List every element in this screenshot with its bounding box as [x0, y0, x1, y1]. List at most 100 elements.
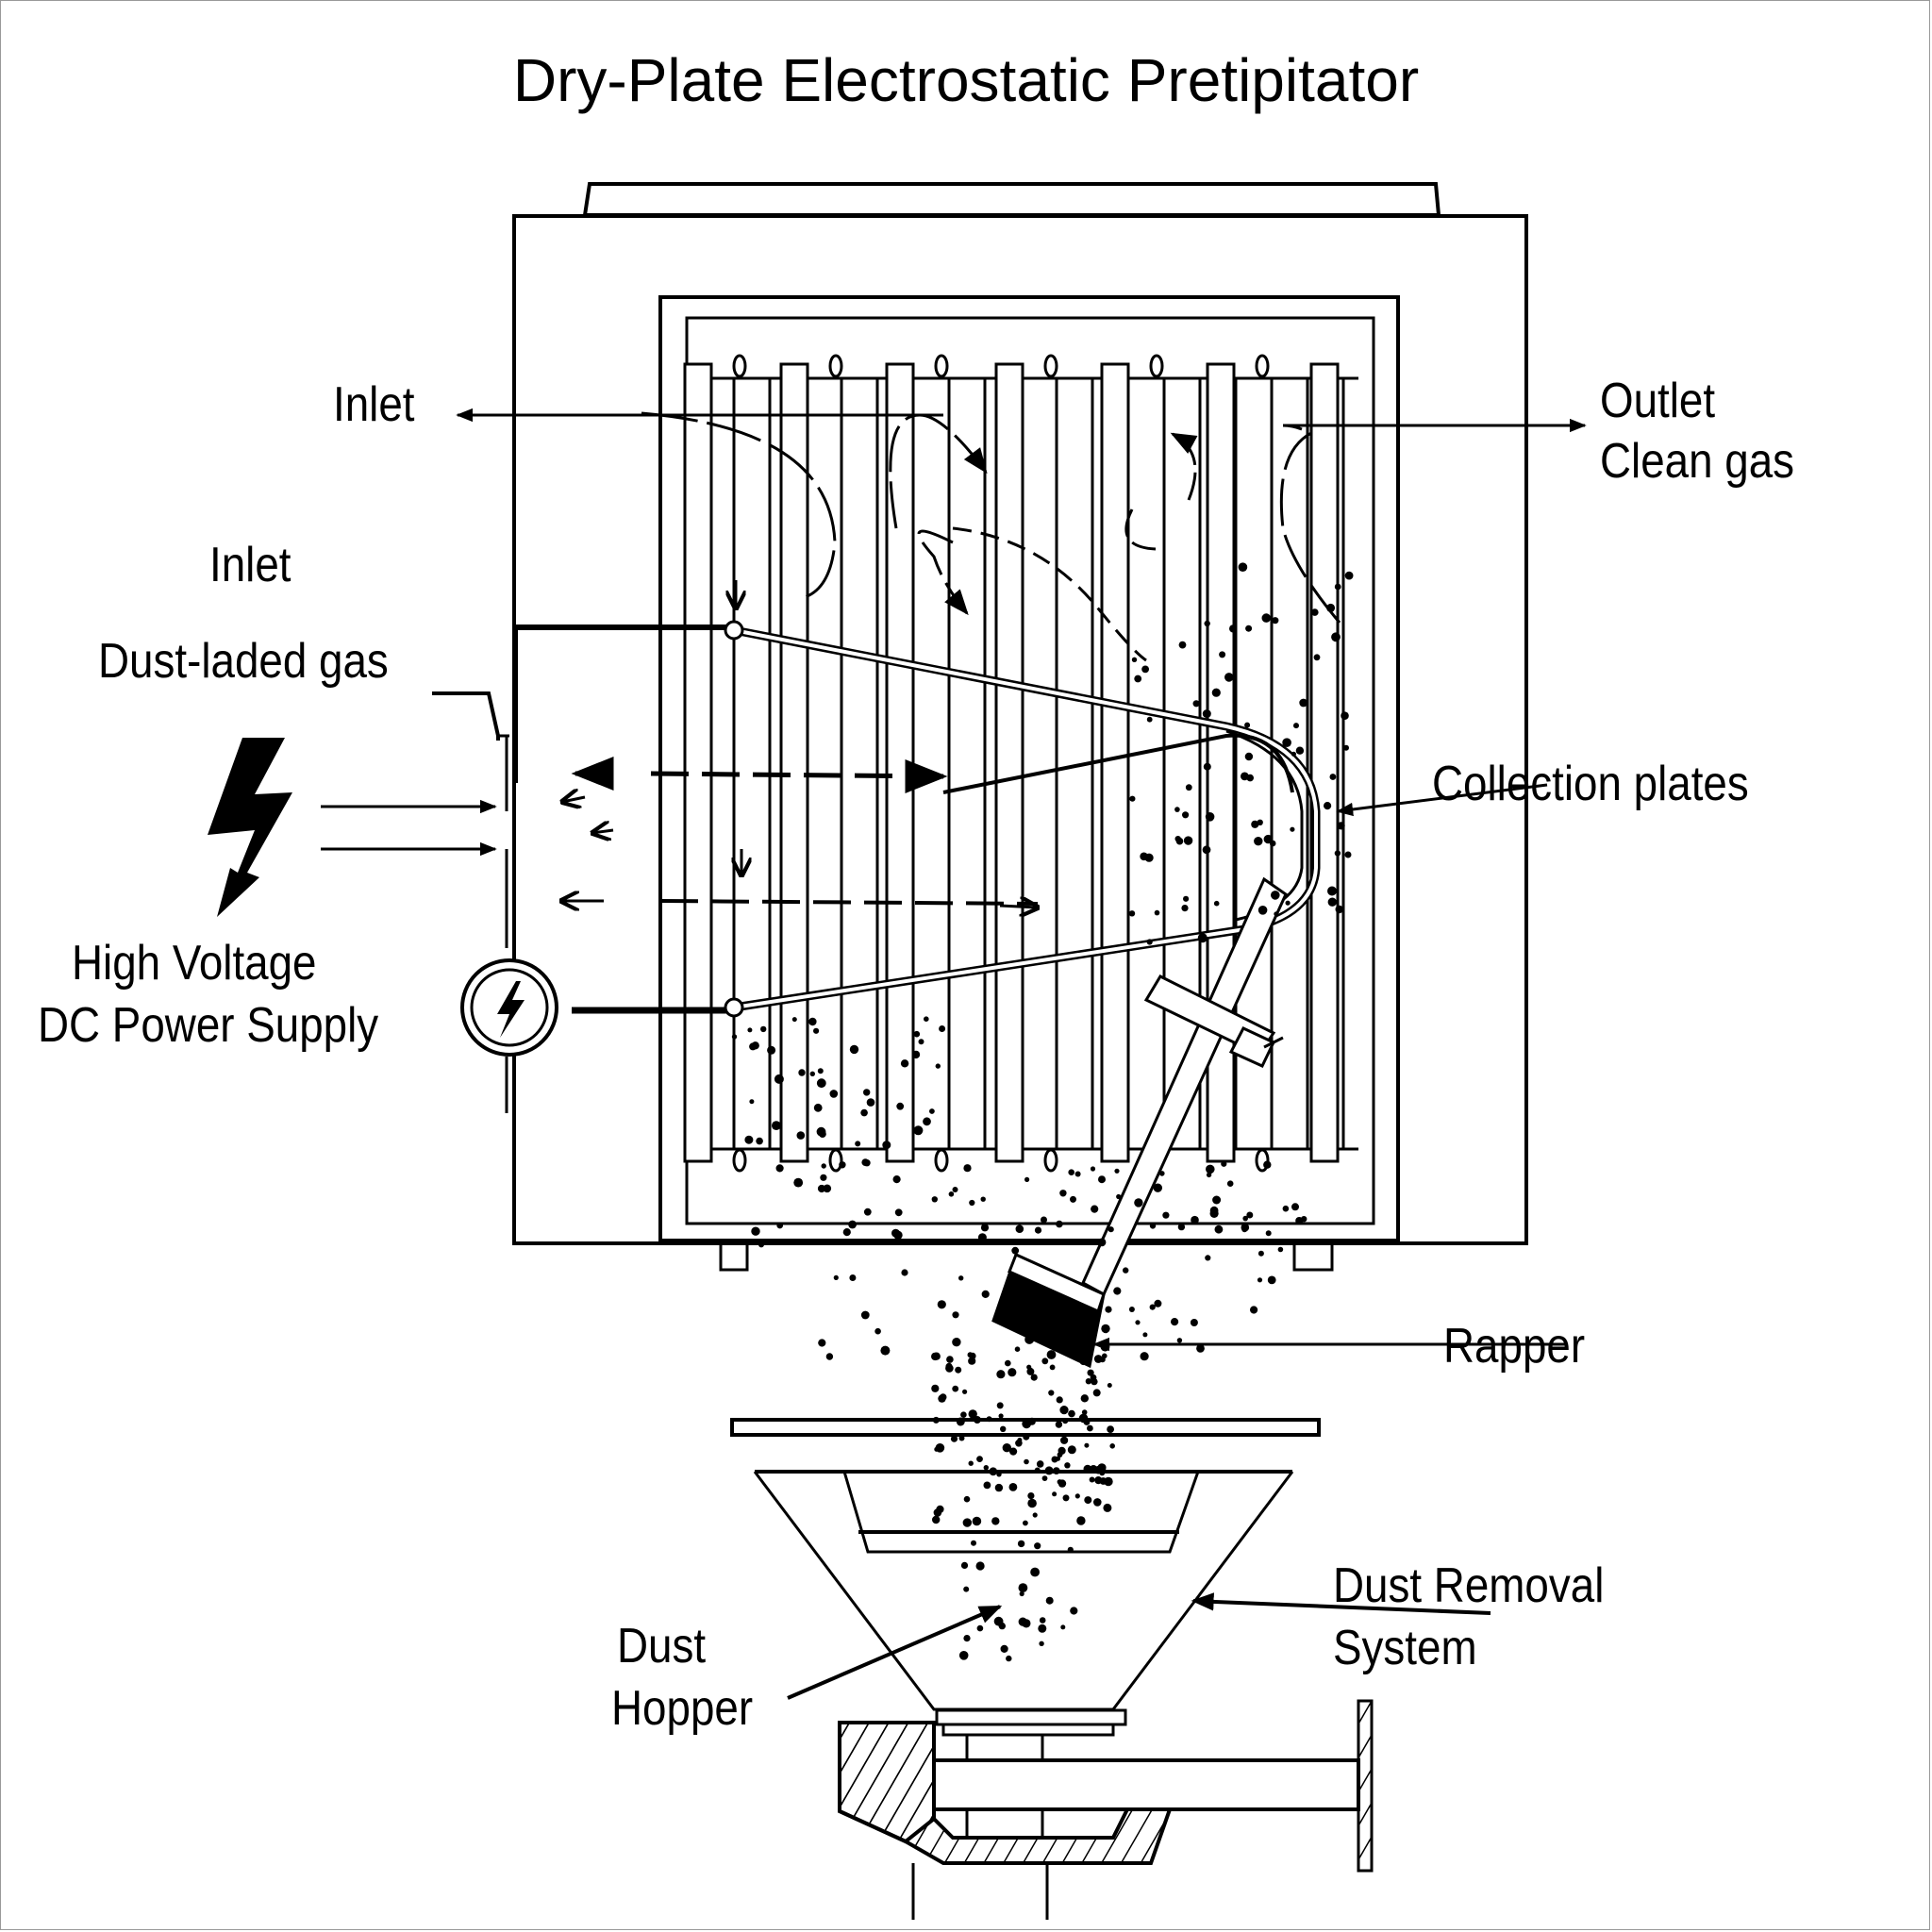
label-collection-plates: Collection plates [1432, 757, 1749, 811]
label-dust-laden-gas: Dust-laded gas [98, 634, 389, 689]
dust-particle [775, 1164, 784, 1173]
dust-particle [1059, 1406, 1069, 1415]
dust-particle [1335, 905, 1343, 914]
dust-particle [809, 1071, 815, 1077]
dust-particle [1084, 1496, 1092, 1505]
dust-particle [1129, 795, 1136, 802]
dust-particle [1019, 1591, 1024, 1597]
collection-plate [683, 362, 713, 1163]
dust-particle [1254, 837, 1263, 846]
dust-particle [958, 1275, 964, 1281]
dust-particle [1038, 1624, 1047, 1633]
dust-particle [991, 1517, 1000, 1525]
dust-particle [1203, 762, 1211, 771]
electrode-rods [724, 620, 1321, 1018]
dust-particle [929, 1108, 935, 1114]
plate-hanger [1255, 354, 1270, 378]
dust-particle [980, 1196, 986, 1202]
dust-particle [751, 1226, 760, 1236]
dust-particle [1285, 900, 1291, 906]
plate-hanger [1043, 354, 1058, 378]
dust-particle [1079, 1357, 1088, 1366]
dust-particle [1045, 1596, 1054, 1605]
dust-particle [1023, 1520, 1028, 1526]
supply-wiring [432, 625, 726, 1113]
dust-particle [1257, 819, 1263, 825]
plate-hanger [934, 354, 949, 378]
dust-particle [1060, 1624, 1066, 1630]
dust-particle [894, 1208, 903, 1217]
dust-particle [1178, 641, 1187, 649]
dust-particle [1089, 1476, 1095, 1483]
dust-particle [1141, 665, 1149, 674]
dust-particle [1334, 850, 1341, 857]
dust-particle [1064, 1462, 1071, 1469]
dust-particle [1015, 1440, 1023, 1447]
dust-particle [1046, 1350, 1057, 1359]
dust-particle [1213, 900, 1220, 907]
dust-particle [1331, 632, 1341, 642]
dust-particle [958, 1435, 965, 1441]
dust-particle [932, 1515, 941, 1524]
dust-particle [860, 1108, 868, 1117]
dust-particle [1108, 1226, 1114, 1233]
dust-particle [994, 1483, 1004, 1492]
dust-particle [983, 1481, 991, 1490]
lightning-bolt-icon [208, 738, 292, 917]
dust-particle [1265, 1230, 1272, 1237]
plate-hanger [828, 1148, 843, 1173]
dust-particle [980, 1224, 990, 1232]
dust-particle [939, 1393, 947, 1401]
dust-particle [1243, 1238, 1251, 1245]
dust-particle [923, 1117, 931, 1126]
dust-particle [1105, 1306, 1112, 1313]
dust-particle [976, 1456, 983, 1462]
dust-particle [1083, 1464, 1092, 1474]
dust-particles [731, 562, 1354, 1662]
dust-particle [975, 1561, 985, 1571]
dust-particle [1185, 784, 1192, 791]
plate-hanger [1043, 1148, 1058, 1173]
dust-particle [1107, 1383, 1112, 1388]
dust-particle [747, 1027, 753, 1033]
dust-particle [1116, 1193, 1122, 1200]
dust-particle [1034, 1467, 1041, 1474]
dust-particle [1274, 911, 1279, 917]
dust-particle [1324, 802, 1332, 810]
dust-particle [1337, 822, 1345, 830]
plate-hanger [732, 354, 747, 378]
dust-particle [1344, 851, 1352, 858]
dust-particle [1084, 1442, 1090, 1448]
dust-particle [1067, 1445, 1076, 1455]
dust-particle [1183, 836, 1193, 845]
dust-particle [1204, 620, 1210, 627]
dust-particle [968, 1409, 977, 1419]
dust-particle [1092, 1389, 1101, 1397]
dust-particle [1103, 1503, 1112, 1512]
dust-particle [855, 1141, 861, 1147]
dust-particle [1142, 1332, 1148, 1338]
dust-particle [1045, 1303, 1053, 1310]
dust-removal-system [838, 1699, 1374, 1920]
dust-particle [981, 1290, 990, 1298]
dust-particle [1149, 1304, 1156, 1310]
dust-particle [1049, 1364, 1056, 1371]
dust-particle [1068, 1169, 1074, 1175]
dust-particle [1128, 910, 1136, 917]
dust-particle [749, 1099, 755, 1105]
dust-particle [818, 1339, 826, 1347]
dust-particle [758, 1241, 764, 1248]
label-rapper: Rapper [1443, 1319, 1586, 1374]
dust-particle [1146, 939, 1153, 945]
dust-particle [1097, 1463, 1107, 1473]
collection-plate [1309, 362, 1340, 1163]
dust-particle [1039, 1641, 1044, 1647]
dust-particle [1329, 774, 1337, 780]
dust-particle [1091, 1377, 1098, 1386]
dust-particle [996, 1472, 1002, 1477]
dust-particle [1022, 1619, 1031, 1628]
dust-particle [1244, 722, 1251, 728]
dust-particle [1196, 1344, 1205, 1353]
dust-particle [1056, 1220, 1063, 1228]
dust-particle [1109, 1443, 1115, 1449]
